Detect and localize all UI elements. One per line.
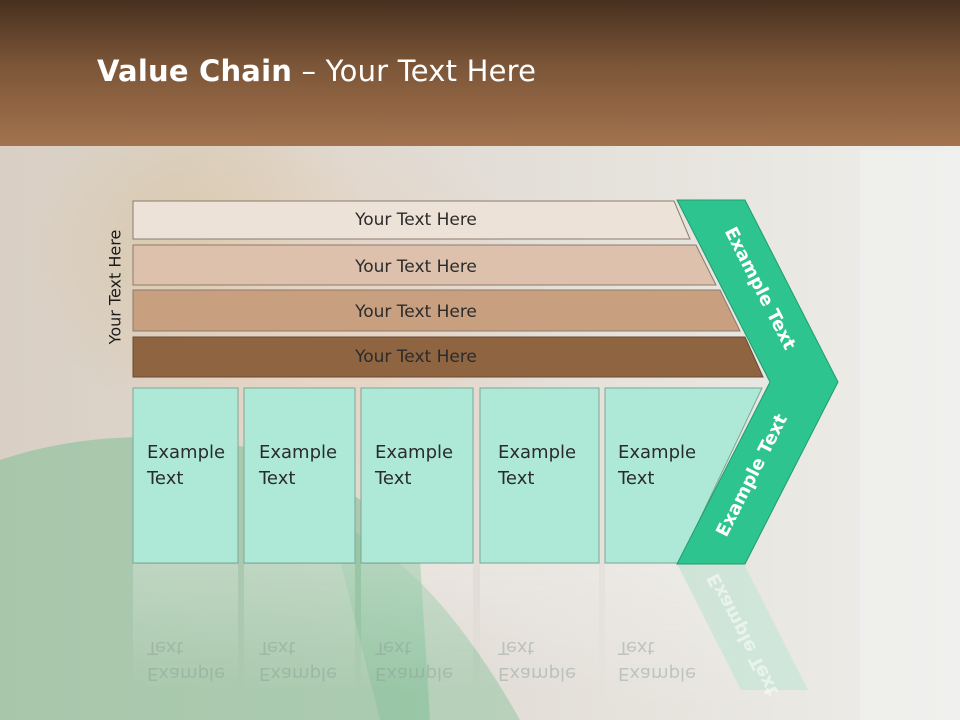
reflection-line1: Example xyxy=(375,663,454,684)
chevron-arrow xyxy=(676,199,839,565)
reflection-line2: Text xyxy=(147,637,184,658)
bar-2-label: Your Text Here xyxy=(354,257,477,277)
column-4-line1: Example xyxy=(498,442,577,463)
column-3 xyxy=(360,387,474,564)
column-1 xyxy=(132,387,239,564)
bar-2 xyxy=(132,244,717,286)
page-title: Value Chain – Your Text Here xyxy=(97,54,536,88)
column-reflection xyxy=(480,564,599,694)
reflection-line2: Text xyxy=(259,637,296,658)
column-2-text: Example Text xyxy=(259,440,337,492)
reflection-line1: Example xyxy=(259,663,338,684)
column-2-line1: Example xyxy=(259,442,338,463)
title-bold: Value Chain xyxy=(97,54,293,88)
column-2-reflection-text: Example Text xyxy=(259,634,337,686)
column-4 xyxy=(479,387,600,564)
column-2 xyxy=(243,387,356,564)
column-3-reflection-text: Example Text xyxy=(375,634,453,686)
column-1-line2: Text xyxy=(147,468,184,489)
reflection-line1: Example xyxy=(147,663,226,684)
column-5-reflection-text: Example Text xyxy=(618,634,696,686)
column-4-line2: Text xyxy=(498,468,535,489)
bar-1-label: Your Text Here xyxy=(354,210,477,230)
column-3-line2: Text xyxy=(375,468,412,489)
column-reflection xyxy=(133,564,238,694)
column-1-line1: Example xyxy=(147,442,226,463)
reflection-group xyxy=(133,564,808,710)
column-5-line1: Example xyxy=(618,442,697,463)
reflection-line1: Example xyxy=(618,663,697,684)
column-3-text: Example Text xyxy=(375,440,453,492)
column-1-text: Example Text xyxy=(147,440,225,492)
bar-3-label: Your Text Here xyxy=(354,302,477,322)
bar-3 xyxy=(132,289,741,332)
bar-4-label: Your Text Here xyxy=(354,347,477,367)
column-reflection xyxy=(244,564,355,694)
column-2-line2: Text xyxy=(259,468,296,489)
column-reflection xyxy=(605,564,760,710)
column-1-reflection-text: Example Text xyxy=(147,634,225,686)
column-5-text: Example Text xyxy=(618,440,696,492)
reflection-line1: Example xyxy=(498,663,577,684)
bar-1 xyxy=(132,200,691,240)
column-5-line2: Text xyxy=(618,468,655,489)
column-4-reflection-text: Example Text xyxy=(498,634,576,686)
arrow-reflection xyxy=(677,564,808,690)
column-3-line1: Example xyxy=(375,442,454,463)
header-band xyxy=(0,0,960,146)
bar-4 xyxy=(132,336,764,378)
column-4-text: Example Text xyxy=(498,440,576,492)
column-reflection xyxy=(361,564,473,694)
reflection-line2: Text xyxy=(498,637,535,658)
title-rest: – Your Text Here xyxy=(292,54,537,88)
reflection-line2: Text xyxy=(375,637,412,658)
reflection-line2: Text xyxy=(618,637,655,658)
